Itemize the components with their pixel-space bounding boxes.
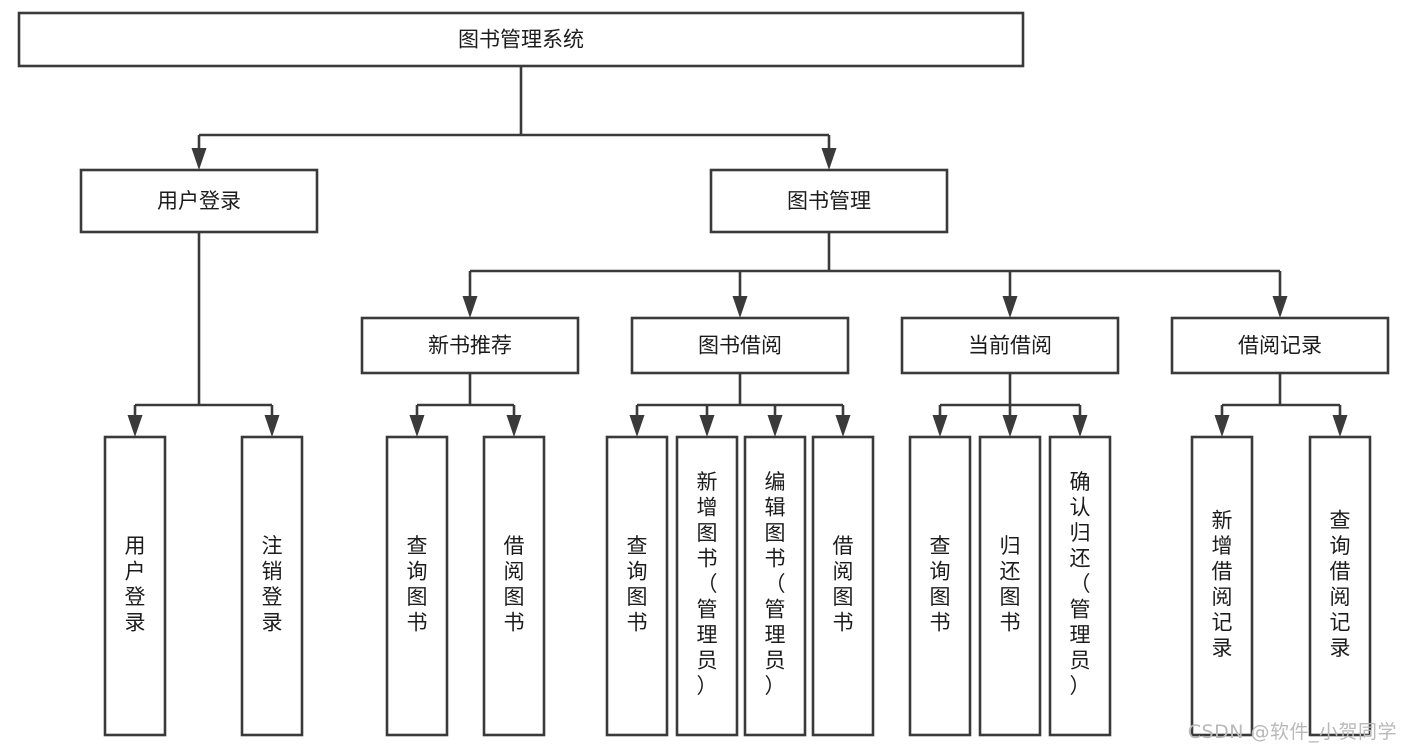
node-current-borrow[interactable]: 当前借阅 bbox=[900, 316, 1120, 375]
connector-group bbox=[127, 66, 1348, 437]
node-leaf-edit-book[interactable]: 编辑图书（管理员） bbox=[743, 435, 807, 737]
node-box-leaf-add-book bbox=[675, 435, 739, 737]
node-box-leaf-confirm-return bbox=[1048, 435, 1112, 737]
node-box-book-manage bbox=[709, 168, 949, 234]
arrow-head-icon-leaf-user-logout bbox=[264, 415, 280, 437]
node-label-current-borrow: 当前借阅 bbox=[968, 334, 1052, 358]
node-label-leaf-borrow-book-bor: 借阅图书 bbox=[833, 534, 854, 635]
node-group: 图书管理系统用户登录图书管理新书推荐图书借阅当前借阅借阅记录用户登录注销登录查询… bbox=[17, 11, 1390, 737]
node-label-user-login: 用户登录 bbox=[157, 189, 241, 213]
node-box-current-borrow bbox=[900, 316, 1120, 375]
node-leaf-borrow-book-rec[interactable]: 借阅图书 bbox=[482, 435, 546, 737]
node-box-borrow-record bbox=[1170, 316, 1390, 375]
node-label-leaf-edit-book: 编辑图书（管理员） bbox=[765, 470, 786, 698]
node-label-leaf-query-record: 查询借阅记录 bbox=[1330, 508, 1351, 660]
node-label-leaf-query-book-bor: 查询图书 bbox=[627, 534, 648, 635]
node-book-borrow[interactable]: 图书借阅 bbox=[630, 316, 850, 375]
node-label-leaf-user-login: 用户登录 bbox=[125, 534, 146, 635]
arrow-head-icon-current-borrow bbox=[1002, 296, 1018, 318]
arrow-head-icon-leaf-return-book bbox=[1002, 415, 1018, 437]
arrow-head-icon-new-book-rec bbox=[462, 296, 478, 318]
node-leaf-user-login[interactable]: 用户登录 bbox=[103, 435, 167, 737]
arrow-head-icon-book-borrow bbox=[732, 296, 748, 318]
arrow-head-icon-leaf-edit-book bbox=[767, 415, 783, 437]
arrow-head-icon-leaf-query-book-bor bbox=[629, 415, 645, 437]
node-leaf-query-record[interactable]: 查询借阅记录 bbox=[1308, 435, 1372, 737]
arrow-head-icon-leaf-user-login bbox=[127, 415, 143, 437]
node-label-leaf-user-logout: 注销登录 bbox=[262, 534, 283, 635]
node-box-leaf-user-logout bbox=[240, 435, 304, 737]
node-label-leaf-return-book: 归还图书 bbox=[1000, 534, 1021, 635]
node-leaf-confirm-return[interactable]: 确认归还（管理员） bbox=[1048, 435, 1112, 737]
node-label-leaf-borrow-book-rec: 借阅图书 bbox=[504, 534, 525, 635]
node-label-leaf-confirm-return: 确认归还（管理员） bbox=[1070, 470, 1091, 698]
watermark-text: CSDN @软件_小贺同学 bbox=[1187, 721, 1397, 743]
node-box-leaf-query-record bbox=[1308, 435, 1372, 737]
arrow-head-icon-leaf-confirm-return bbox=[1072, 415, 1088, 437]
arrow-head-icon-leaf-query-record bbox=[1332, 415, 1348, 437]
node-box-book-borrow bbox=[630, 316, 850, 375]
node-book-manage[interactable]: 图书管理 bbox=[709, 168, 949, 234]
node-label-borrow-record: 借阅记录 bbox=[1238, 334, 1322, 358]
node-leaf-query-book-bor[interactable]: 查询图书 bbox=[605, 435, 669, 737]
node-label-leaf-add-book: 新增图书（管理员） bbox=[697, 470, 718, 698]
arrow-head-icon-leaf-borrow-book-rec bbox=[506, 415, 522, 437]
node-label-new-book-rec: 新书推荐 bbox=[428, 334, 512, 358]
node-label-leaf-query-book-cur: 查询图书 bbox=[930, 534, 951, 635]
arrow-head-icon-leaf-query-book-cur bbox=[932, 415, 948, 437]
arrow-head-icon-leaf-borrow-book-bor bbox=[835, 415, 851, 437]
node-label-book-manage: 图书管理 bbox=[787, 189, 871, 213]
node-box-leaf-borrow-book-bor bbox=[811, 435, 875, 737]
node-box-leaf-query-book-cur bbox=[908, 435, 972, 737]
node-leaf-query-book-rec[interactable]: 查询图书 bbox=[385, 435, 449, 737]
node-label-book-borrow: 图书借阅 bbox=[698, 334, 782, 358]
node-box-leaf-query-book-bor bbox=[605, 435, 669, 737]
node-label-leaf-add-record: 新增借阅记录 bbox=[1212, 508, 1233, 660]
node-label-leaf-query-book-rec: 查询图书 bbox=[407, 534, 428, 635]
arrow-head-icon-borrow-record bbox=[1272, 296, 1288, 318]
node-leaf-user-logout[interactable]: 注销登录 bbox=[240, 435, 304, 737]
node-box-leaf-return-book bbox=[978, 435, 1042, 737]
arrow-head-icon-book-manage bbox=[821, 148, 837, 170]
arrow-head-icon-user-login bbox=[191, 148, 207, 170]
node-label-root: 图书管理系统 bbox=[458, 28, 584, 52]
node-new-book-rec[interactable]: 新书推荐 bbox=[360, 316, 580, 375]
node-leaf-add-book[interactable]: 新增图书（管理员） bbox=[675, 435, 739, 737]
node-leaf-query-book-cur[interactable]: 查询图书 bbox=[908, 435, 972, 737]
node-borrow-record[interactable]: 借阅记录 bbox=[1170, 316, 1390, 375]
node-box-leaf-user-login bbox=[103, 435, 167, 737]
node-box-new-book-rec bbox=[360, 316, 580, 375]
node-box-root bbox=[17, 11, 1025, 68]
node-root[interactable]: 图书管理系统 bbox=[17, 11, 1025, 68]
node-leaf-add-record[interactable]: 新增借阅记录 bbox=[1190, 435, 1254, 737]
arrow-head-icon-leaf-query-book-rec bbox=[409, 415, 425, 437]
arrow-head-icon-leaf-add-book bbox=[699, 415, 715, 437]
node-box-leaf-edit-book bbox=[743, 435, 807, 737]
node-leaf-borrow-book-bor[interactable]: 借阅图书 bbox=[811, 435, 875, 737]
node-box-leaf-borrow-book-rec bbox=[482, 435, 546, 737]
node-box-user-login bbox=[79, 168, 319, 234]
node-leaf-return-book[interactable]: 归还图书 bbox=[978, 435, 1042, 737]
arrow-head-icon-leaf-add-record bbox=[1214, 415, 1230, 437]
node-box-leaf-add-record bbox=[1190, 435, 1254, 737]
node-user-login[interactable]: 用户登录 bbox=[79, 168, 319, 234]
node-box-leaf-query-book-rec bbox=[385, 435, 449, 737]
